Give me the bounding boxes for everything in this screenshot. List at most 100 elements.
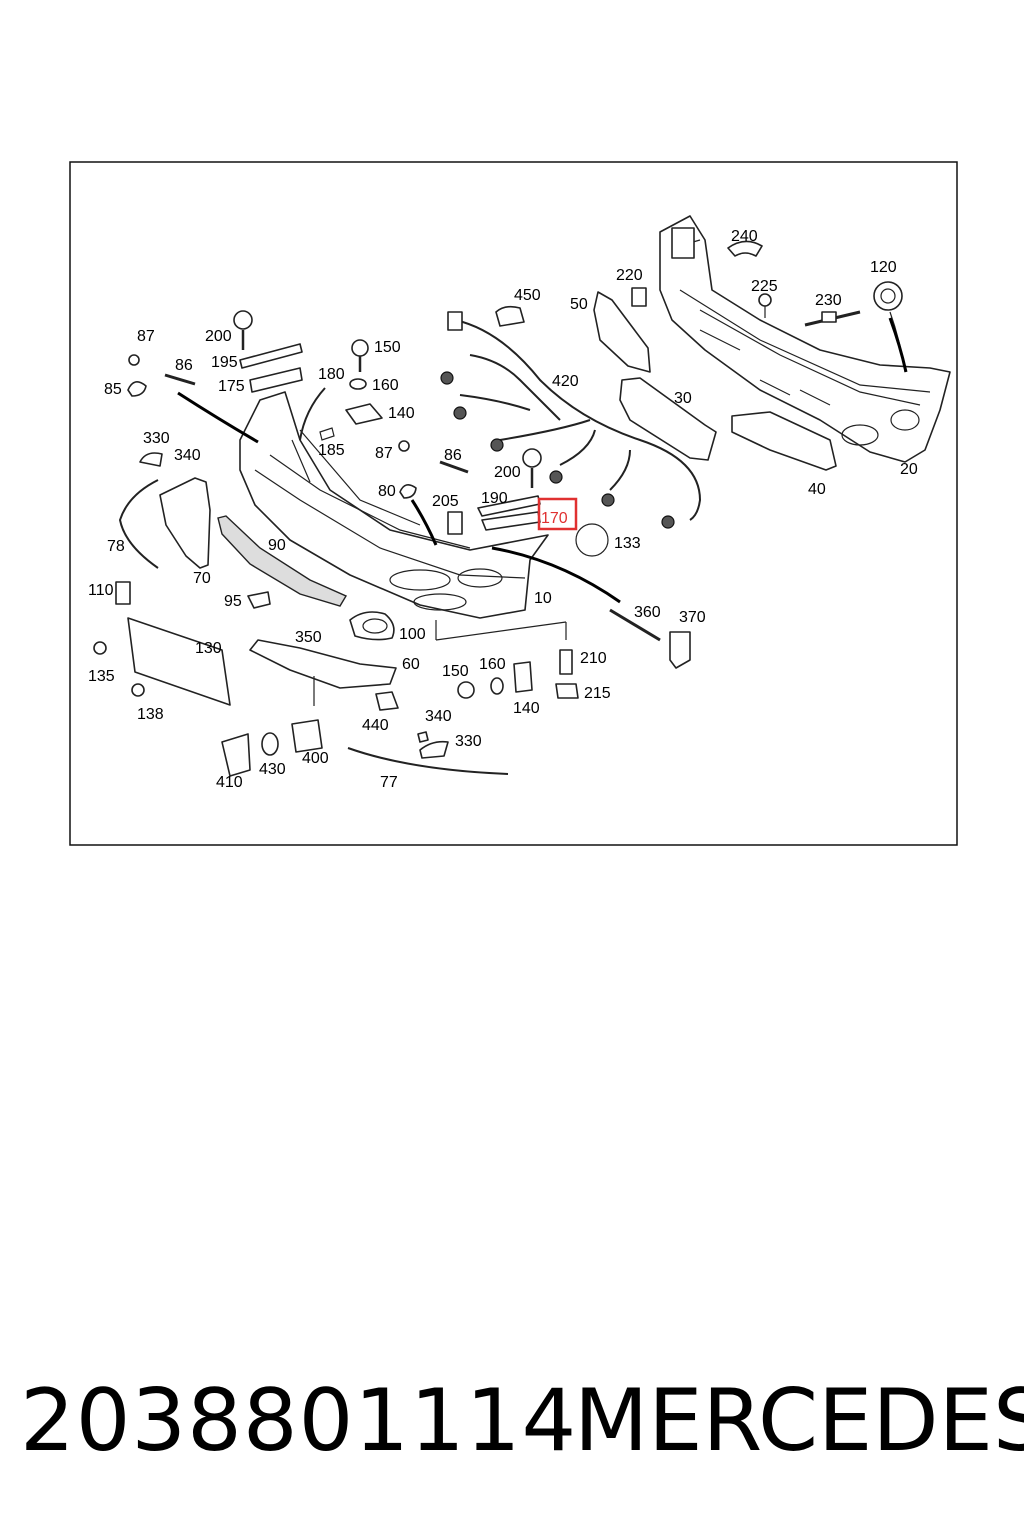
callout-205: 205: [432, 493, 459, 510]
license-base-part-130: [127, 617, 231, 706]
bolt-part-150-top: [351, 339, 369, 372]
callout-150-bottom: 150: [442, 663, 469, 680]
callout-180: 180: [318, 366, 345, 383]
nut-part-215: [555, 683, 579, 699]
callout-110: 110: [88, 582, 114, 599]
callout-20: 20: [900, 461, 918, 478]
absorber-part-30: [619, 377, 717, 461]
molding-part-77: [347, 747, 509, 775]
bracket-part-370: [669, 631, 691, 669]
bracket-part-195: [239, 343, 303, 369]
sensor-holder-part-410: [221, 733, 251, 777]
callout-100: 100: [399, 626, 426, 643]
grommet-part-87-right: [398, 440, 410, 452]
callout-200-top: 200: [205, 328, 232, 345]
screw-part-225: [758, 293, 772, 318]
arrow-85-to-bumper: [177, 391, 259, 444]
highlight-box-170: [537, 497, 578, 531]
bumper-carrier-part-20: [659, 215, 951, 463]
callout-210: 210: [580, 650, 607, 667]
callout-138: 138: [137, 706, 164, 723]
callout-60: 60: [402, 656, 420, 673]
cap-part-330-top: [139, 452, 163, 467]
callout-160-bottom: 160: [479, 656, 506, 673]
cap-part-85: [127, 381, 147, 397]
arrow-360-to-bumper: [491, 546, 621, 604]
callout-140-top: 140: [388, 405, 415, 422]
callout-420: 420: [552, 373, 579, 390]
grommet-part-340-bottom: [417, 731, 429, 743]
clip-part-185: [319, 427, 335, 441]
callout-240: 240: [731, 228, 758, 245]
callout-86-right: 86: [444, 447, 462, 464]
clip-part-440: [375, 691, 399, 711]
nut-part-140-top: [345, 403, 383, 425]
callout-95: 95: [224, 593, 242, 610]
tool-icon-part-133: [575, 523, 609, 557]
callout-87-left: 87: [137, 328, 155, 345]
arrow-80-to-bumper: [410, 499, 438, 546]
molding-part-180: [299, 387, 326, 441]
callout-130: 130: [195, 640, 222, 657]
screw-part-138: [131, 683, 145, 697]
arrow-20-to-120: [888, 317, 908, 373]
callout-190: 190: [481, 490, 508, 507]
strip-part-60: [249, 639, 397, 689]
bolt-part-150-bottom: [457, 681, 475, 699]
parts-diagram: 240 220 225 120 230 450 50 200 87 150 19…: [69, 161, 958, 846]
callout-140-bottom: 140: [513, 700, 540, 717]
callout-360: 360: [634, 604, 661, 621]
part-number: 2038801114: [20, 1371, 578, 1471]
screw-part-135: [93, 641, 107, 655]
callout-120: 120: [870, 259, 897, 276]
callout-78: 78: [107, 538, 125, 555]
callout-10: 10: [534, 590, 552, 607]
bracket-part-205: [447, 511, 463, 535]
callout-195: 195: [211, 354, 238, 371]
callout-170: 170: [541, 510, 568, 527]
bracket-part-175: [249, 367, 303, 393]
callout-160-top: 160: [372, 377, 399, 394]
brand-name: MERCEDES: [574, 1371, 1024, 1471]
grommet-part-87-left: [128, 354, 140, 366]
callout-410: 410: [216, 774, 243, 791]
cap-part-330-bottom: [419, 740, 449, 759]
clip-part-220: [631, 287, 647, 307]
callout-85: 85: [104, 381, 122, 398]
callout-440: 440: [362, 717, 389, 734]
callout-80: 80: [378, 483, 396, 500]
callout-135: 135: [88, 668, 115, 685]
fog-cover-part-100: [349, 611, 395, 641]
screw-part-200-mid: [522, 448, 542, 488]
callout-450: 450: [514, 287, 541, 304]
callout-200-mid: 200: [494, 464, 521, 481]
callout-340-top: 340: [174, 447, 201, 464]
callout-77: 77: [380, 774, 398, 791]
washer-part-160-bottom: [490, 677, 504, 695]
bracket-part-110: [115, 581, 131, 605]
callout-330-top: 330: [143, 430, 170, 447]
bumper-cover-part-10: [239, 391, 549, 619]
bolt-part-360: [609, 608, 661, 642]
callout-40: 40: [808, 481, 826, 498]
callout-86-left: 86: [175, 357, 193, 374]
callout-50: 50: [570, 296, 588, 313]
callout-87-right: 87: [375, 445, 393, 462]
callout-330-bottom: 330: [455, 733, 482, 750]
washer-part-160-top: [349, 378, 367, 390]
bracket-part-240: [727, 240, 763, 257]
footer: 2038801114 MERCEDES: [0, 1366, 1024, 1476]
sensor-part-450: [495, 305, 525, 327]
bolt-part-86-left: [164, 373, 196, 386]
sensor-part-400: [291, 719, 323, 753]
stud-part-230: [804, 310, 861, 327]
bracket-part-140-bottom: [513, 661, 533, 693]
callout-370: 370: [679, 609, 706, 626]
screw-part-200-top: [233, 310, 253, 350]
absorber-part-40: [731, 411, 837, 471]
clip-part-95: [247, 591, 271, 609]
callout-175: 175: [218, 378, 245, 395]
callout-90: 90: [268, 537, 286, 554]
callout-400: 400: [302, 750, 329, 767]
wiring-harness-part-420: [440, 311, 702, 529]
